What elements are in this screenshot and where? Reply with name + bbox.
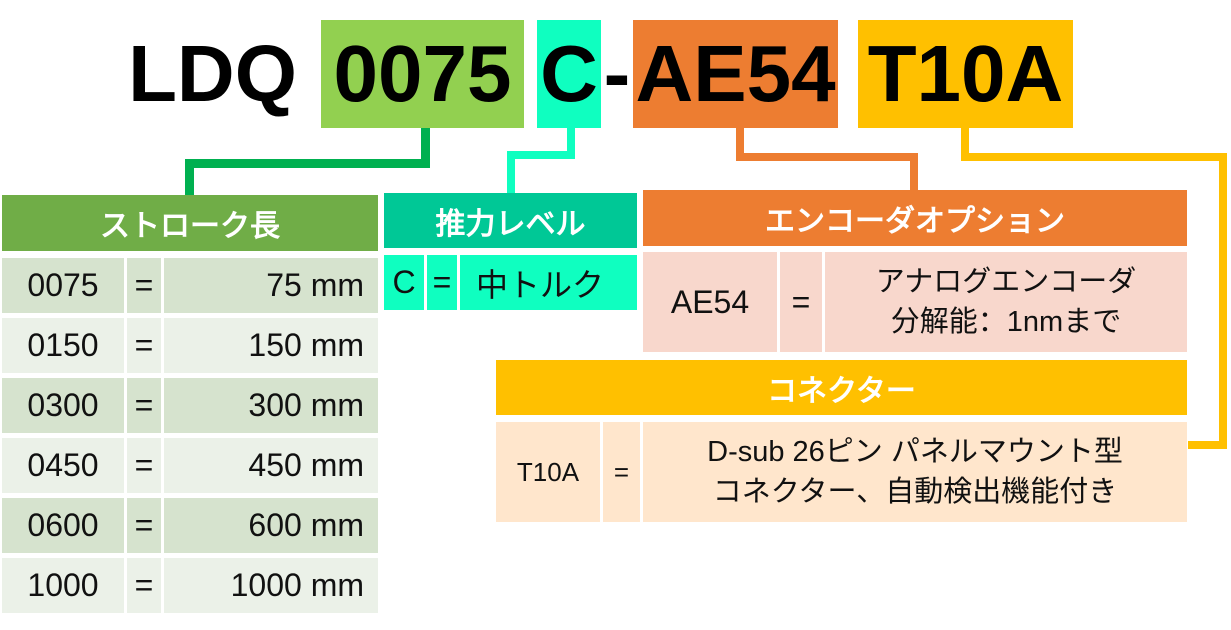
connector-table-header: コネクター <box>496 360 1187 415</box>
encoder-eq: = <box>780 252 822 352</box>
encoder-value: アナログエンコーダ 分解能：1nmまで <box>825 252 1187 352</box>
thrust-code: C <box>384 255 424 310</box>
code-prefix: LDQ <box>128 29 297 118</box>
stroke-code: 0450 <box>2 438 124 493</box>
stroke-value: 150 mm <box>164 318 378 373</box>
stroke-value: 75 mm <box>164 258 378 313</box>
stroke-code: 0150 <box>2 318 124 373</box>
stroke-eq: = <box>127 558 161 613</box>
stroke-value: 1000 mm <box>164 558 378 613</box>
stroke-code: 0300 <box>2 378 124 433</box>
encoder-value-line2: 分解能：1nmまで <box>890 306 1122 338</box>
thrust-value: 中トルク <box>460 255 637 310</box>
encoder-table-header: エンコーダオプション <box>643 190 1187 246</box>
connector-value-line1: D-sub 26ピン パネルマウント型 <box>707 436 1123 468</box>
encoder-code: AE54 <box>643 252 777 352</box>
stroke-value: 450 mm <box>164 438 378 493</box>
stroke-code: 1000 <box>2 558 124 613</box>
stroke-eq: = <box>127 378 161 433</box>
connector-value-line2: コネクター、自動検出機能付き <box>712 476 1118 508</box>
stroke-code: 0075 <box>2 258 124 313</box>
connector-eq: = <box>603 422 640 522</box>
stroke-value: 300 mm <box>164 378 378 433</box>
thrust-table-header: 推力レベル <box>384 193 637 248</box>
code-encoder: AE54 <box>633 20 838 128</box>
encoder-value-line1: アナログエンコーダ <box>875 266 1137 298</box>
code-connector: T10A <box>858 20 1073 128</box>
stroke-eq: = <box>127 438 161 493</box>
stroke-eq: = <box>127 318 161 373</box>
code-stroke: 0075 <box>321 20 524 128</box>
code-dash: - <box>603 29 631 118</box>
stroke-code: 0600 <box>2 498 124 553</box>
stroke-eq: = <box>127 498 161 553</box>
stroke-value: 600 mm <box>164 498 378 553</box>
stroke-eq: = <box>127 258 161 313</box>
code-thrust: C <box>537 20 601 128</box>
connector-value: D-sub 26ピン パネルマウント型 コネクター、自動検出機能付き <box>643 422 1187 522</box>
thrust-eq: = <box>427 255 457 310</box>
stroke-table-header: ストローク長 <box>2 195 378 251</box>
connector-code: T10A <box>496 422 600 522</box>
